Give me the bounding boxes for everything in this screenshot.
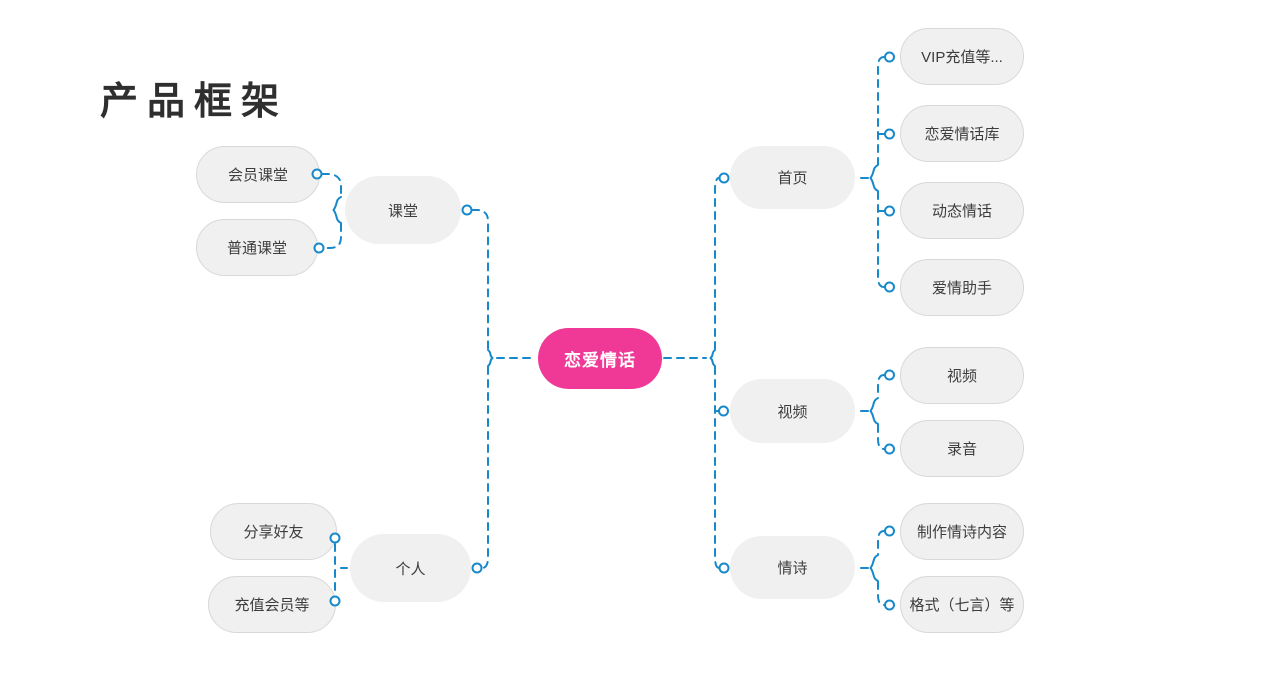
connector-poem-group <box>860 525 895 611</box>
connection-dot <box>884 599 895 611</box>
node-poem-format[interactable]: 格式（七言）等 <box>900 576 1024 633</box>
connector-left-main <box>461 204 537 574</box>
node-member-classroom[interactable]: 会员课堂 <box>196 146 320 203</box>
connection-dot <box>718 562 730 574</box>
node-vip-recharge[interactable]: VIP充值等... <box>900 28 1024 85</box>
node-love-poem[interactable]: 情诗 <box>730 536 855 599</box>
node-video[interactable]: 视频 <box>730 379 855 443</box>
page-title: 产品框架 <box>100 81 289 123</box>
node-recharge-member[interactable]: 充值会员等 <box>208 576 336 633</box>
connection-dot <box>718 405 729 417</box>
dashed-connector-line <box>877 424 885 450</box>
node-poem-content[interactable]: 制作情诗内容 <box>900 503 1024 560</box>
node-center-love-quotes[interactable]: 恋爱情话 <box>538 328 662 389</box>
brace-connector <box>869 397 879 425</box>
connector-right-main <box>663 172 730 574</box>
dashed-connector-line <box>877 191 885 288</box>
dashed-connector-line <box>877 56 885 165</box>
brace-connector <box>332 196 342 224</box>
connection-dot <box>884 443 895 455</box>
connection-dot <box>884 281 895 293</box>
dashed-connector-line <box>877 581 885 606</box>
connection-dot <box>461 204 473 216</box>
brace-connector <box>709 349 716 367</box>
connector-home-group <box>860 51 895 293</box>
node-classroom[interactable]: 课堂 <box>345 176 461 244</box>
node-share-friends[interactable]: 分享好友 <box>210 503 337 560</box>
dashed-connector-line <box>714 177 720 350</box>
dashed-connector-line <box>471 209 489 350</box>
brace-connector <box>869 554 879 582</box>
connection-dot <box>884 51 895 63</box>
dashed-connector-line <box>481 366 489 569</box>
connection-dot <box>884 205 895 217</box>
dashed-connector-line <box>714 366 720 569</box>
node-personal[interactable]: 个人 <box>350 534 471 602</box>
connection-dot <box>718 172 730 184</box>
dashed-connector-line <box>877 530 885 555</box>
node-dynamic-quotes[interactable]: 动态情话 <box>900 182 1024 239</box>
node-love-quotes-library[interactable]: 恋爱情话库 <box>900 105 1024 162</box>
connection-dot <box>471 562 483 574</box>
connection-dot <box>884 128 895 140</box>
brace-connector <box>869 164 879 192</box>
connection-dot <box>884 369 895 381</box>
connection-dot <box>884 525 895 537</box>
dashed-connector-line <box>324 223 342 249</box>
node-regular-classroom[interactable]: 普通课堂 <box>196 219 318 276</box>
dashed-connector-line <box>321 173 342 197</box>
dashed-connector-line <box>877 374 885 398</box>
node-home[interactable]: 首页 <box>730 146 855 209</box>
brace-connector <box>487 349 494 367</box>
node-love-assistant[interactable]: 爱情助手 <box>900 259 1024 316</box>
node-video-item[interactable]: 视频 <box>900 347 1024 404</box>
connector-video-group <box>860 369 895 455</box>
node-recording[interactable]: 录音 <box>900 420 1024 477</box>
